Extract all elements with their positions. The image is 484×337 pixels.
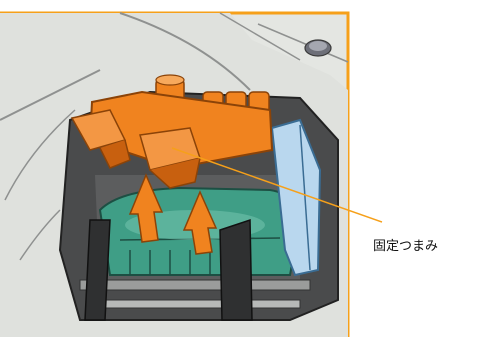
callout-leader-line xyxy=(171,147,383,223)
up-arrow-icon xyxy=(182,190,218,255)
up-arrow-icon xyxy=(128,173,164,243)
lock-lever-label: 固定つまみ xyxy=(373,239,439,254)
orange-lock-lever[interactable] xyxy=(70,74,274,189)
blue-cartridge-lock xyxy=(270,118,322,277)
side-levers xyxy=(84,218,253,321)
